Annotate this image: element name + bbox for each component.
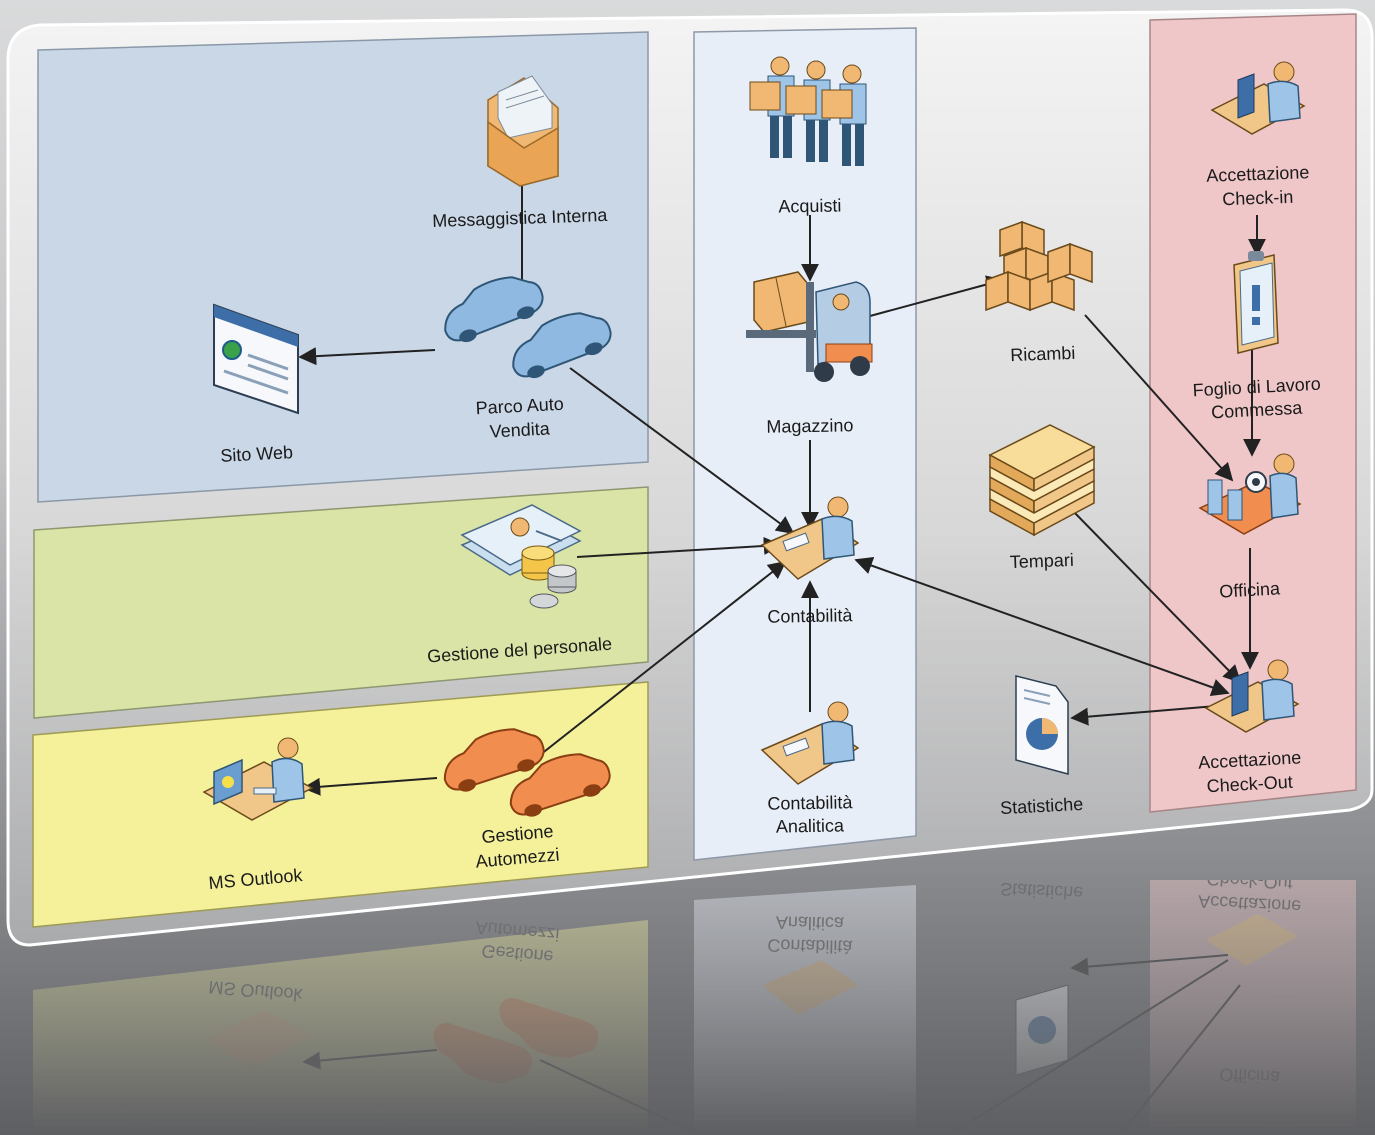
forklift-icon [746, 271, 873, 382]
accountant-desk-icon [760, 701, 860, 785]
panel-blue-sales [37, 31, 649, 503]
people-carrying-boxes-icon [749, 56, 867, 166]
reception-desk-icon [1204, 659, 1300, 733]
reflection-label-officina: Officina [1219, 1064, 1282, 1087]
label-checkout-2: Check-Out [1206, 772, 1293, 796]
label-foglio-2: Commessa [1211, 398, 1304, 423]
reflection-label-contabilita-2: Analitica [776, 912, 845, 933]
label-contabilita-analitica-1: Contabilità [767, 792, 853, 813]
arrow-checkout-contabilita [854, 556, 1230, 697]
arrow-personale-contabilita [576, 536, 782, 558]
label-parco-auto-1: Parco Auto [475, 394, 564, 419]
label-officina: Officina [1219, 578, 1282, 601]
label-magazzino: Magazzino [766, 415, 853, 437]
arrow-ricambi-officina [1084, 314, 1234, 482]
label-contabilita: Contabilità [767, 605, 853, 626]
accountant-desk-icon [760, 496, 860, 580]
label-tempari: Tempari [1009, 550, 1074, 572]
arrow-checkout-statistiche [1070, 704, 1229, 726]
personnel-documents-coins-icon [460, 504, 582, 609]
label-sito-web: Sito Web [220, 442, 294, 466]
clipboard-icon [1233, 251, 1279, 354]
label-ricambi: Ricambi [1010, 343, 1076, 365]
workshop-icon [1198, 453, 1302, 535]
label-parco-auto-2: Vendita [489, 418, 551, 441]
arrow-magazzino-ricambi [869, 275, 1005, 317]
reflection-label-statistiche: Statistiche [1000, 879, 1084, 903]
label-checkin-1: Accettazione [1206, 162, 1310, 186]
reception-desk-icon [1210, 61, 1306, 135]
web-page-icon [213, 303, 299, 415]
orange-cars-icon [443, 728, 611, 817]
label-checkin-2: Check-in [1222, 187, 1294, 209]
label-statistiche: Statistiche [1000, 794, 1084, 818]
label-contabilita-analitica-2: Analitica [776, 815, 845, 836]
blue-cars-icon [444, 276, 612, 379]
label-acquisti: Acquisti [778, 195, 841, 216]
report-pie-chart-icon [1015, 675, 1069, 775]
arrow-parco-sitoweb [298, 347, 436, 366]
reflection-label-checkout-2: Check-Out [1206, 869, 1293, 893]
arrow-automezzi-outlook [302, 777, 438, 796]
arrow-automezzi-contabilita [539, 560, 787, 756]
mail-envelope-icon [487, 75, 559, 187]
book-stack-icon [988, 424, 1096, 537]
reflection-label-contabilita-1: Contabilità [767, 935, 853, 956]
arrow-parco-contabilita [569, 367, 795, 535]
floor-reflection: MS Outlook Gestione Automezzi Contabilit… [33, 850, 1356, 1135]
person-at-desk-icon [202, 737, 314, 821]
stacked-boxes-icon [985, 220, 1093, 312]
